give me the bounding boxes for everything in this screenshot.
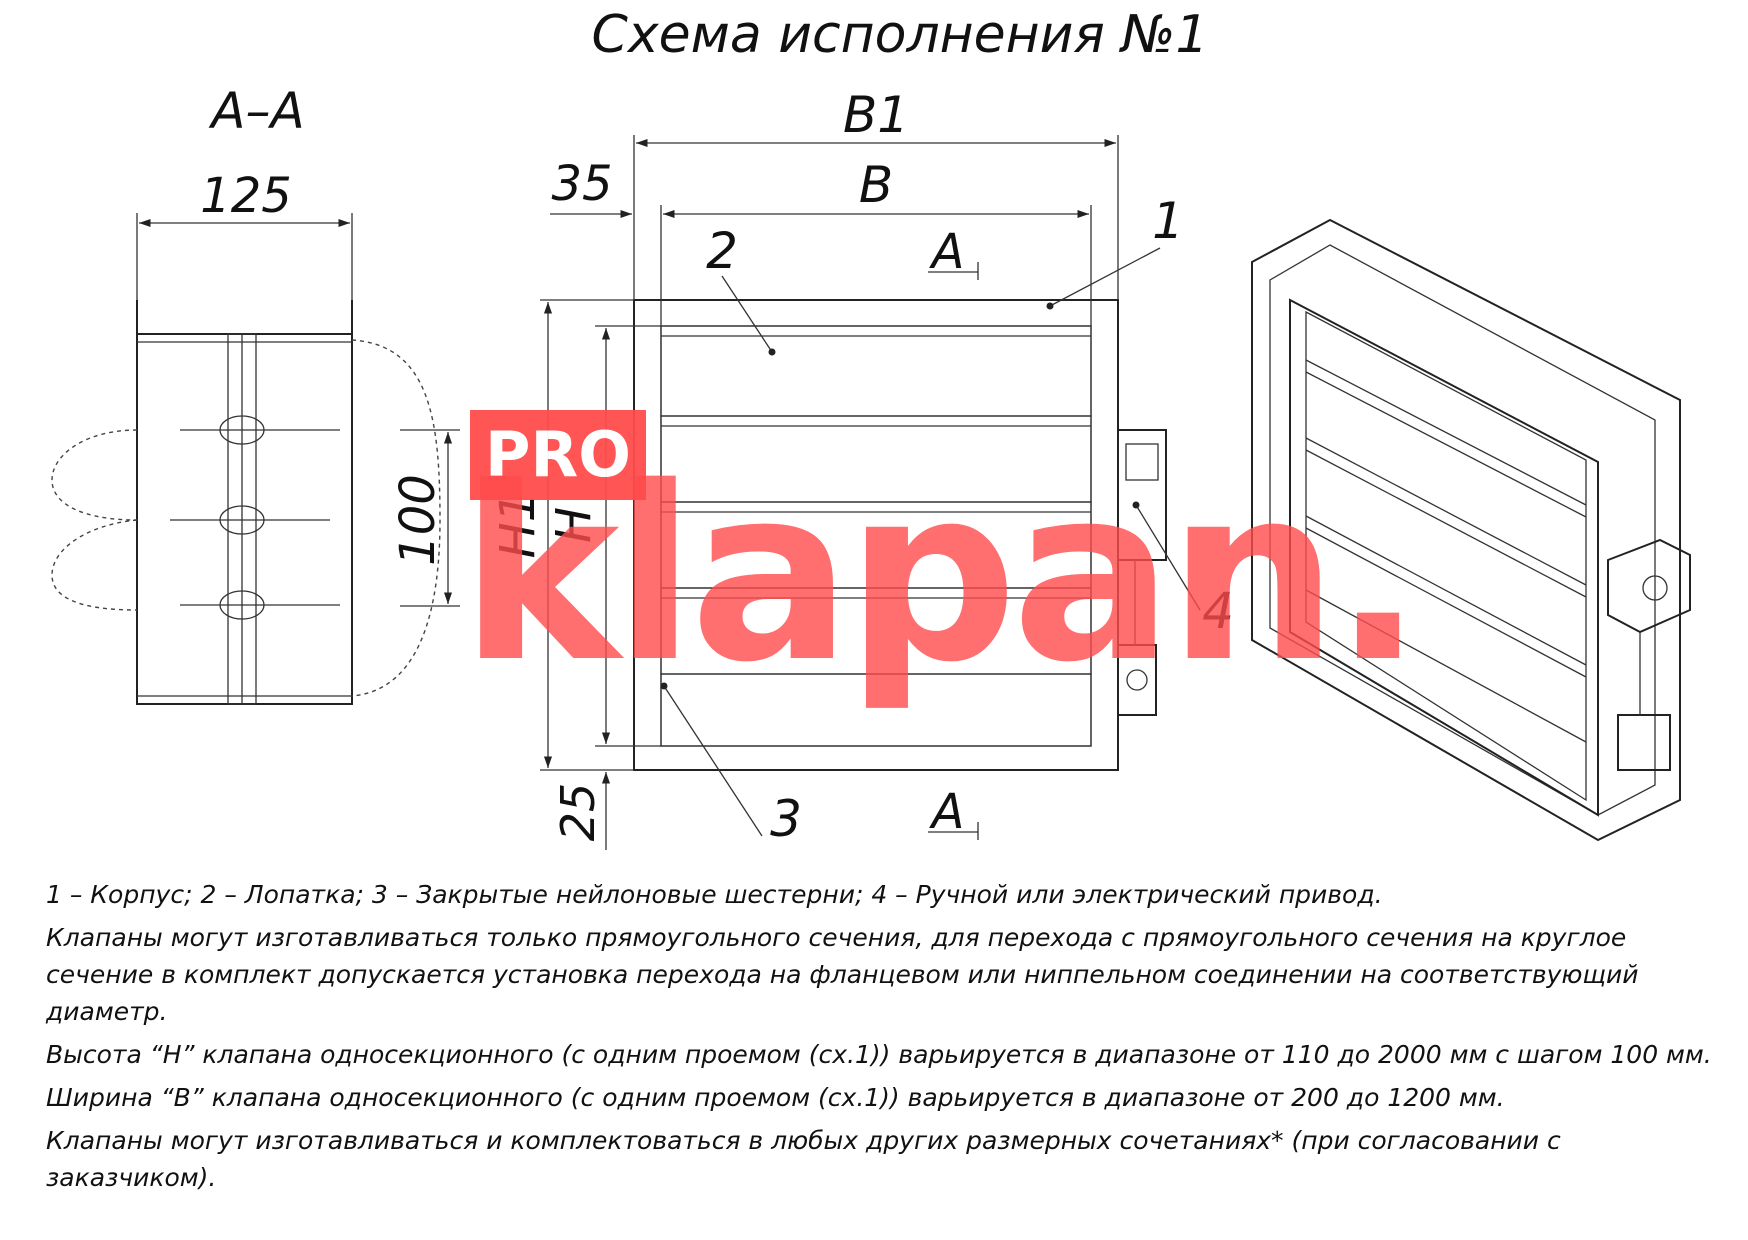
watermark-word: klapan. xyxy=(460,455,1424,695)
blade-swing-arc-right xyxy=(351,339,441,697)
blade-swing-arc-left-bottom xyxy=(51,519,138,611)
dim-label-25: 25 xyxy=(551,783,605,842)
note-legend: 1 – Корпус; 2 – Лопатка; 3 – Закрытые не… xyxy=(46,880,1383,909)
note-custom: Клапаны могут изготавливаться и комплект… xyxy=(46,1126,1561,1192)
iso-junction-box xyxy=(1617,714,1671,771)
watermark-word-text: klapan xyxy=(460,435,1338,715)
dim-label-100: 100 xyxy=(390,474,446,566)
section-body xyxy=(136,333,353,705)
junction-box xyxy=(1117,644,1157,716)
section-mark-top: А xyxy=(929,224,965,280)
blade-group xyxy=(660,325,1092,747)
callout-4: 4 xyxy=(1202,582,1234,640)
callout-1: 1 xyxy=(1152,192,1184,250)
iso-frame-outer xyxy=(1251,218,1681,842)
callout-2: 2 xyxy=(706,222,738,280)
dim-label-b: В xyxy=(859,156,893,214)
section-view-label: А–А xyxy=(208,82,304,140)
diagram-title: Схема исполнения №1 xyxy=(592,5,1209,65)
dim-label-h: Н xyxy=(546,507,602,543)
note-width: Ширина “В” клапана односекционного (с од… xyxy=(46,1083,1505,1112)
dim-label-h1: Н1 xyxy=(490,492,546,559)
front-view: В1 В 35 Н1 Н 25 А А 1 2 3 xyxy=(490,86,1234,850)
notes-block: 1 – Корпус; 2 – Лопатка; 3 – Закрытые не… xyxy=(46,876,1736,1202)
dim-label-b1: В1 xyxy=(843,86,909,144)
iso-blades xyxy=(1305,359,1587,743)
callout-3: 3 xyxy=(770,790,802,848)
actuator-box xyxy=(1117,429,1167,561)
watermark-pro-badge: PRO xyxy=(470,410,646,500)
iso-actuator xyxy=(1607,538,1691,634)
dim-label-125: 125 xyxy=(200,168,292,224)
note-height: Высота “Н” клапана односекционного (с од… xyxy=(46,1040,1712,1069)
note-shape: Клапаны могут изготавливаться только пря… xyxy=(46,923,1639,1026)
watermark-dot: . xyxy=(1332,435,1423,715)
dim-label-35: 35 xyxy=(551,156,612,212)
iso-opening xyxy=(1289,298,1599,817)
section-view-aa: А–А 125 100 xyxy=(51,82,460,705)
isometric-view xyxy=(1251,218,1691,842)
blade-swing-arc-left-top xyxy=(51,429,138,521)
section-mark-bottom: А xyxy=(929,784,965,840)
